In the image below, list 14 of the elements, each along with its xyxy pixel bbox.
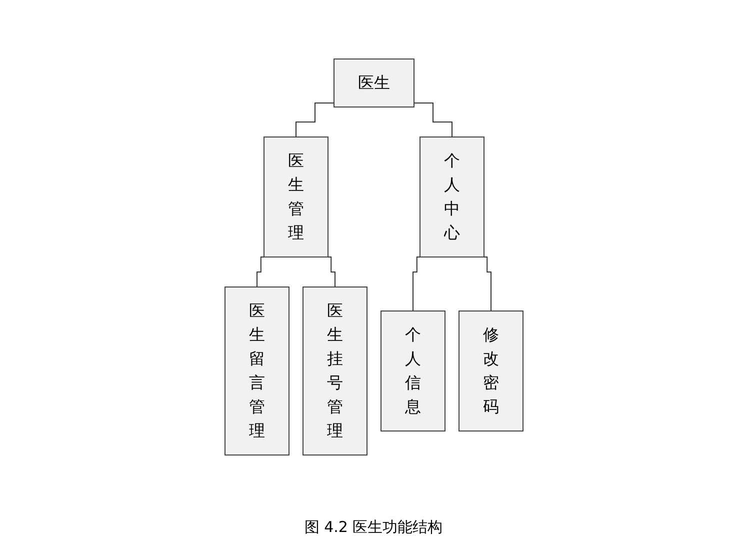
connector [413,102,452,138]
node-box: 修改密码 [458,310,523,432]
connector [326,256,335,288]
connector [482,256,491,312]
node-box: 医生管理 [263,136,328,258]
node-box: 医生 [333,58,414,108]
node-box: 医生挂号管理 [302,286,367,456]
node-box: 个人中心 [419,136,484,258]
node-box: 个人信息 [380,310,445,432]
connector [412,256,421,312]
connector [295,102,334,138]
node-box: 医生留言管理 [224,286,289,456]
connector [256,256,265,288]
figure-caption: 图 4.2 医生功能结构 [304,517,443,538]
